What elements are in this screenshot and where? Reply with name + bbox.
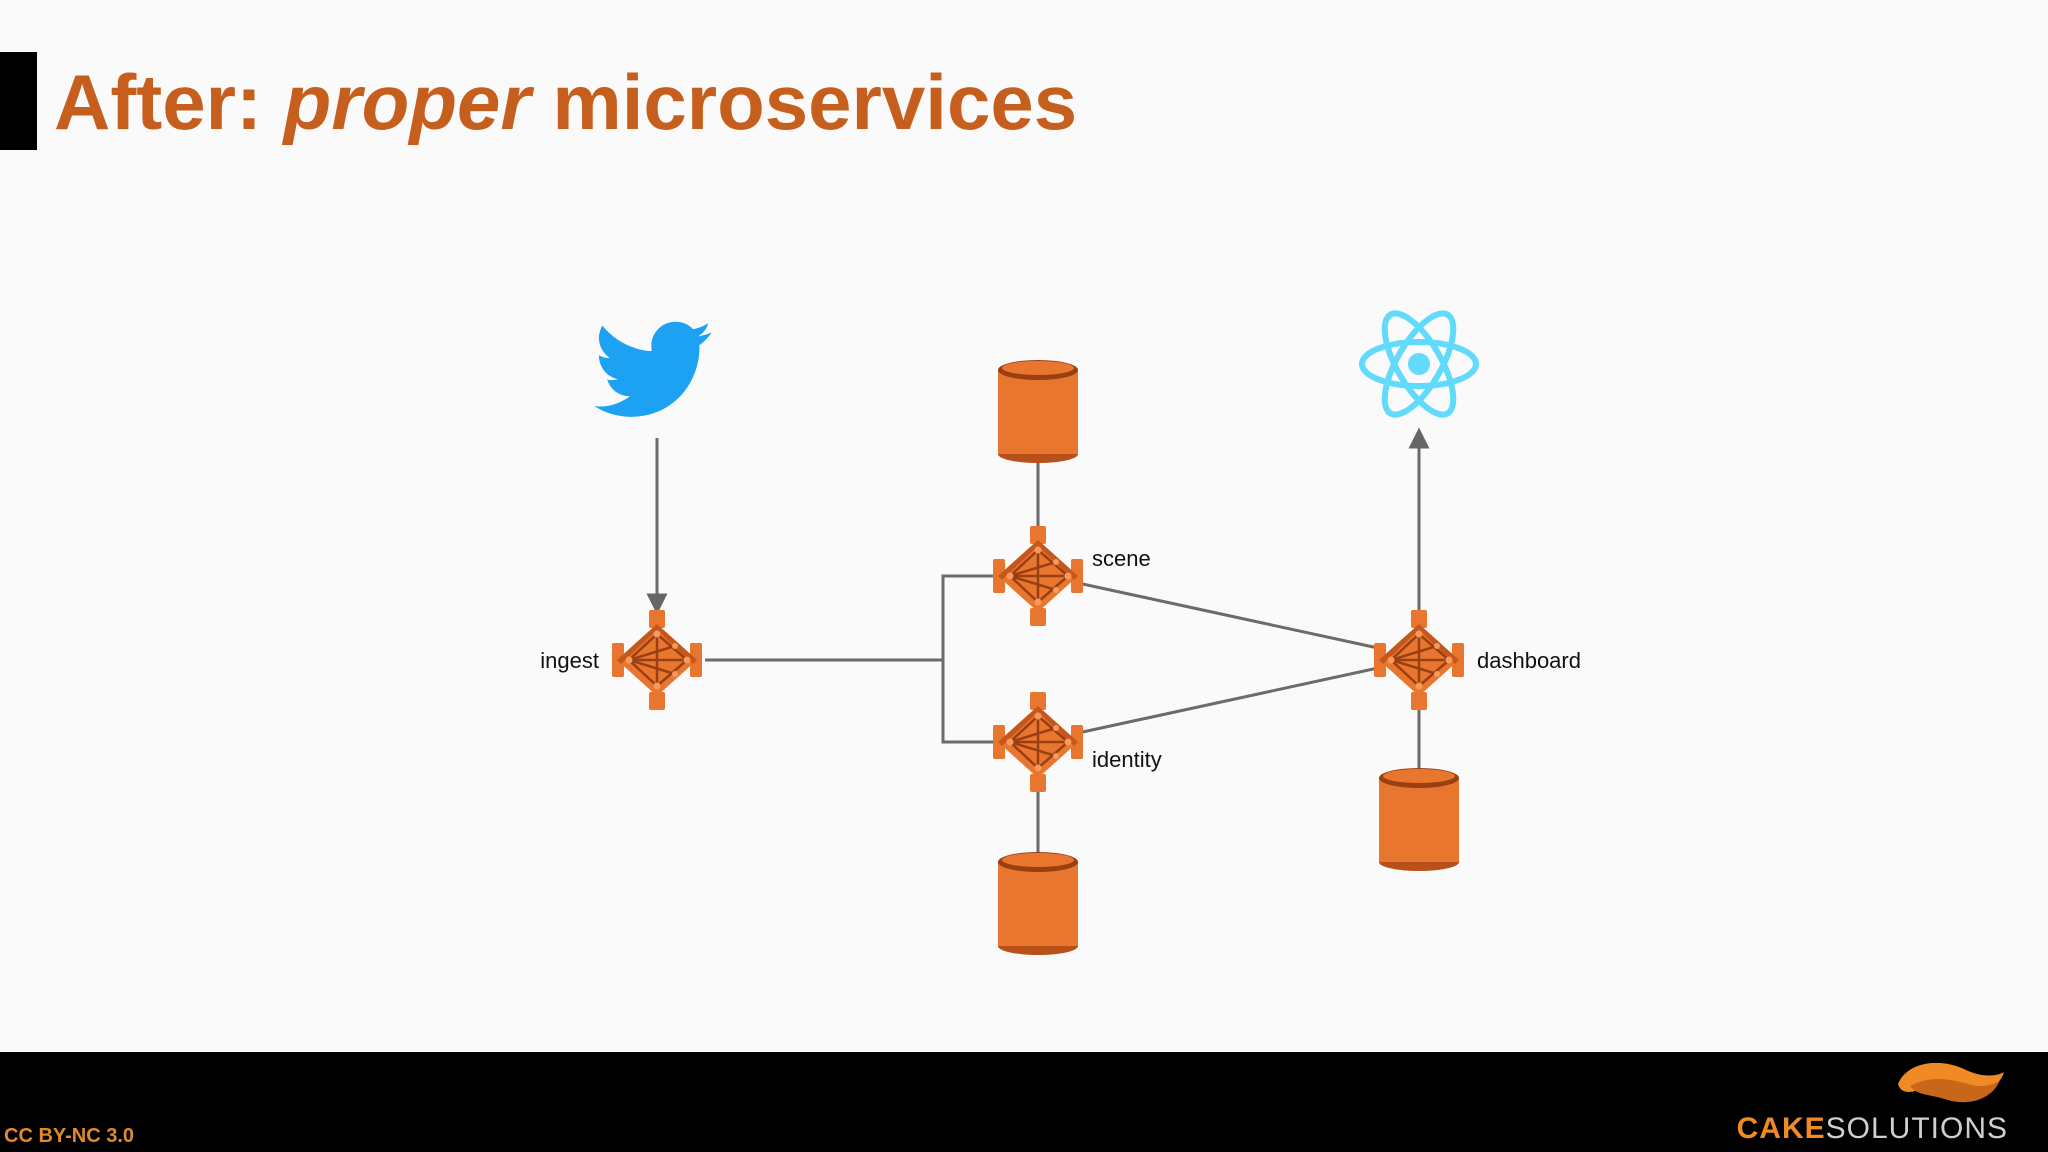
scene-label: scene: [1092, 546, 1151, 571]
dashboard-label: dashboard: [1477, 648, 1581, 673]
dashboard-database-icon: [1379, 768, 1459, 871]
edge-identity-dashboard: [1077, 666, 1379, 735]
edge-junction-scene-identity: [941, 574, 1038, 744]
title-accent-bar: [0, 52, 37, 150]
identity-database-icon: [998, 852, 1078, 955]
ingest-label: ingest: [540, 648, 599, 673]
brand-cake: CAKE: [1736, 1112, 1826, 1145]
dashboard-service-icon: [1372, 608, 1466, 712]
identity-service-icon: [991, 690, 1085, 794]
title-emphasis: proper: [283, 58, 531, 146]
react-icon: [1359, 310, 1479, 418]
scene-database-icon: [998, 360, 1078, 463]
brand-solutions: SOLUTIONS: [1825, 1112, 2008, 1145]
connection-lines: [705, 458, 1421, 860]
slide-title: After: proper microservices: [54, 52, 1077, 152]
identity-label: identity: [1092, 747, 1162, 772]
license-text: CC BY-NC 3.0: [4, 1125, 135, 1147]
architecture-diagram: ingest scene identity dashboard: [540, 310, 1581, 955]
brand-wordmark: CAKESOLUTIONS: [1737, 1112, 2008, 1146]
cake-logo-icon: [1898, 1062, 2004, 1103]
footer-bar: CC BY-NC 3.0 CAKESOLUTIONS: [0, 1052, 2048, 1152]
title-suffix: microservices: [530, 58, 1078, 146]
ingest-service-icon: [610, 608, 704, 712]
title-prefix: After:: [54, 58, 284, 146]
scene-service-icon: [991, 524, 1085, 628]
edge-scene-dashboard: [1077, 581, 1379, 650]
twitter-icon: [594, 321, 712, 417]
